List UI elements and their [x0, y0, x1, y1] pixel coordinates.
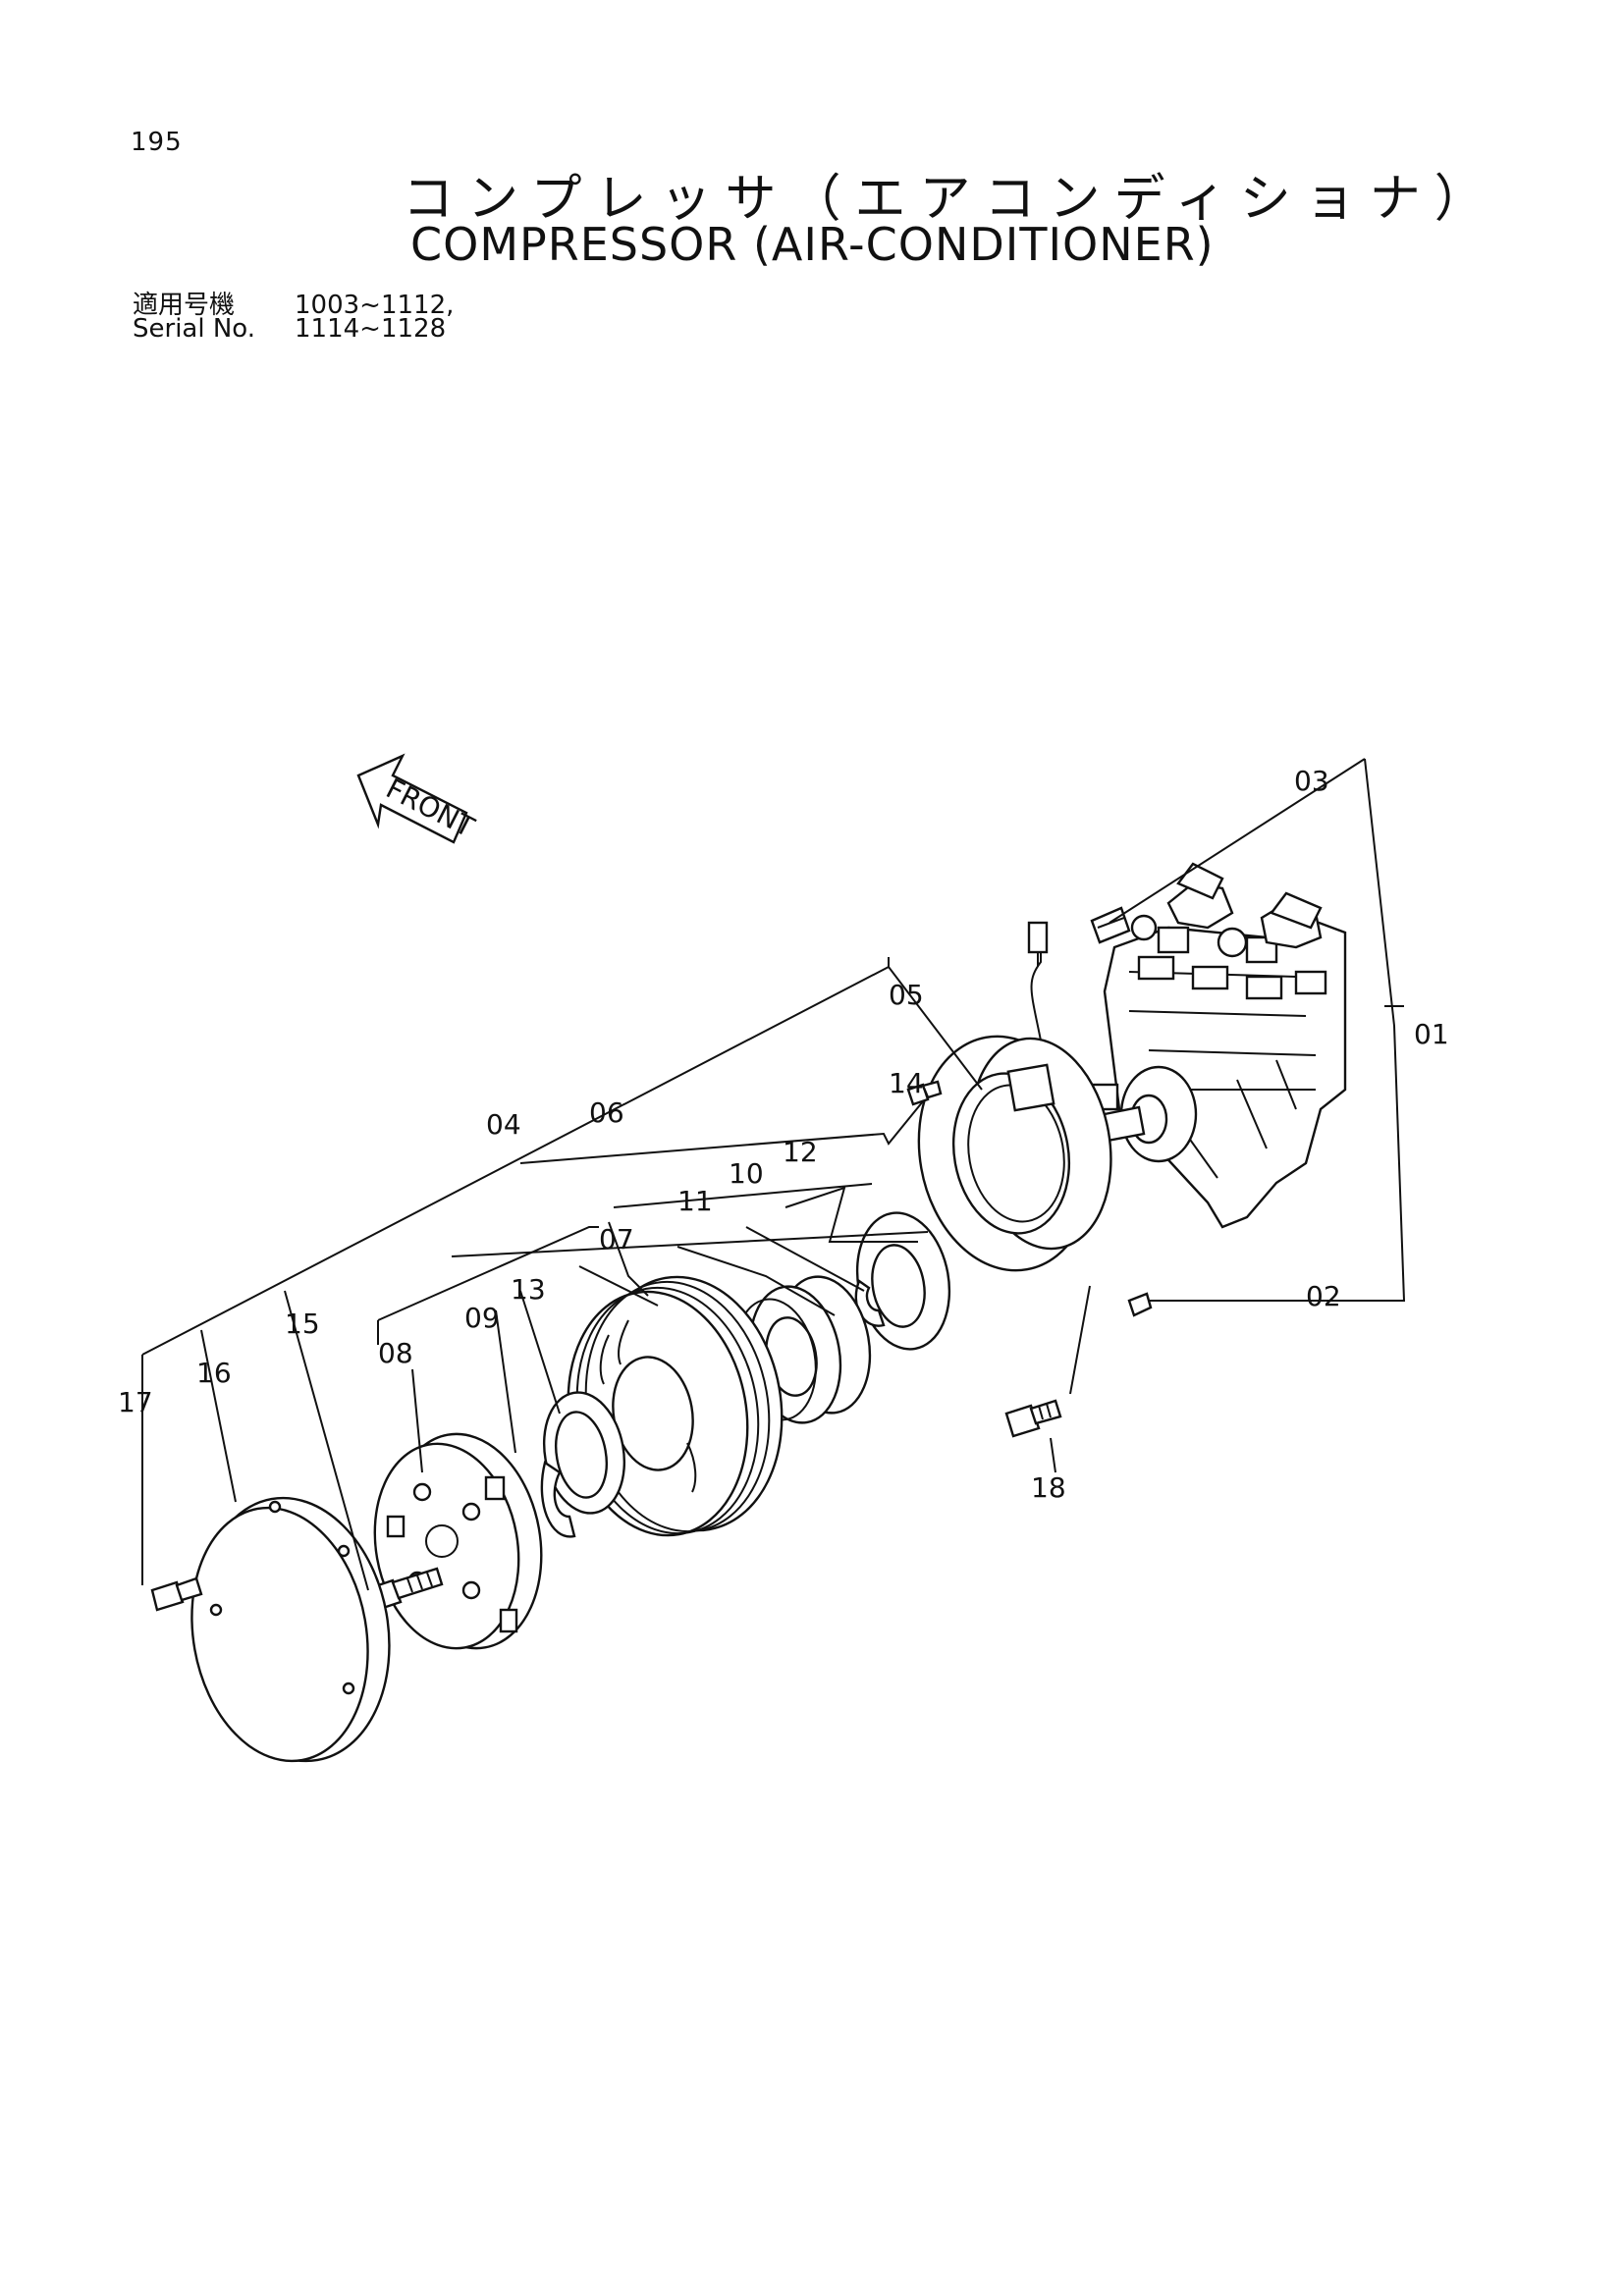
leader-lines	[141, 758, 1406, 1591]
callout-04: 04	[486, 1108, 521, 1141]
callout-17: 17	[118, 1386, 153, 1418]
serial-range-2: 1114~1128	[295, 314, 447, 344]
callout-numbers: 01 02 03 04 05 06 07 08 09 10 11 12 13 1…	[118, 765, 1449, 1504]
compressor-body	[1086, 862, 1347, 1229]
callout-13: 13	[511, 1273, 546, 1306]
part-17-bolt	[150, 1576, 203, 1612]
serial-range-1: 1003~1112,	[295, 291, 455, 320]
callout-14: 14	[889, 1067, 924, 1099]
part-14-screw	[906, 1080, 943, 1106]
front-arrow-icon: FRONT	[356, 753, 480, 844]
serial-applicable-row: 適用号機 1003~1112,	[133, 285, 454, 321]
callout-11: 11	[677, 1185, 713, 1217]
part-09-snap-ring	[540, 1461, 576, 1538]
serial-number-row: Serial No. 1114~1128	[133, 314, 446, 344]
part-13-shim	[542, 1391, 626, 1515]
callout-01: 01	[1414, 1018, 1449, 1050]
callout-07: 07	[599, 1223, 634, 1255]
callout-09: 09	[464, 1302, 500, 1334]
front-arrow-label: FRONT	[381, 773, 480, 844]
callout-16: 16	[196, 1357, 232, 1389]
part-18-bolt	[1004, 1399, 1062, 1438]
serial-label-japanese: 適用号機	[133, 291, 236, 320]
page-number: 195	[131, 128, 183, 157]
callout-08: 08	[378, 1337, 413, 1369]
part-02-key	[1127, 1292, 1153, 1317]
callout-12: 12	[783, 1136, 818, 1168]
callout-18: 18	[1031, 1471, 1066, 1504]
part-08-armature	[373, 1432, 543, 1650]
part-05-field-coil	[917, 921, 1112, 1272]
part-16-cover	[190, 1496, 391, 1763]
callout-03: 03	[1294, 765, 1329, 797]
page-title-japanese: コンプレッサ（エアコンディショナ）	[403, 170, 1499, 229]
callout-02: 02	[1306, 1280, 1341, 1312]
callout-10: 10	[729, 1157, 764, 1190]
page-title-english: COMPRESSOR (AIR-CONDITIONER)	[410, 218, 1215, 271]
callout-05: 05	[889, 979, 924, 1011]
callout-06: 06	[589, 1096, 624, 1129]
callout-15: 15	[285, 1308, 320, 1340]
serial-label-english: Serial No.	[133, 314, 255, 344]
